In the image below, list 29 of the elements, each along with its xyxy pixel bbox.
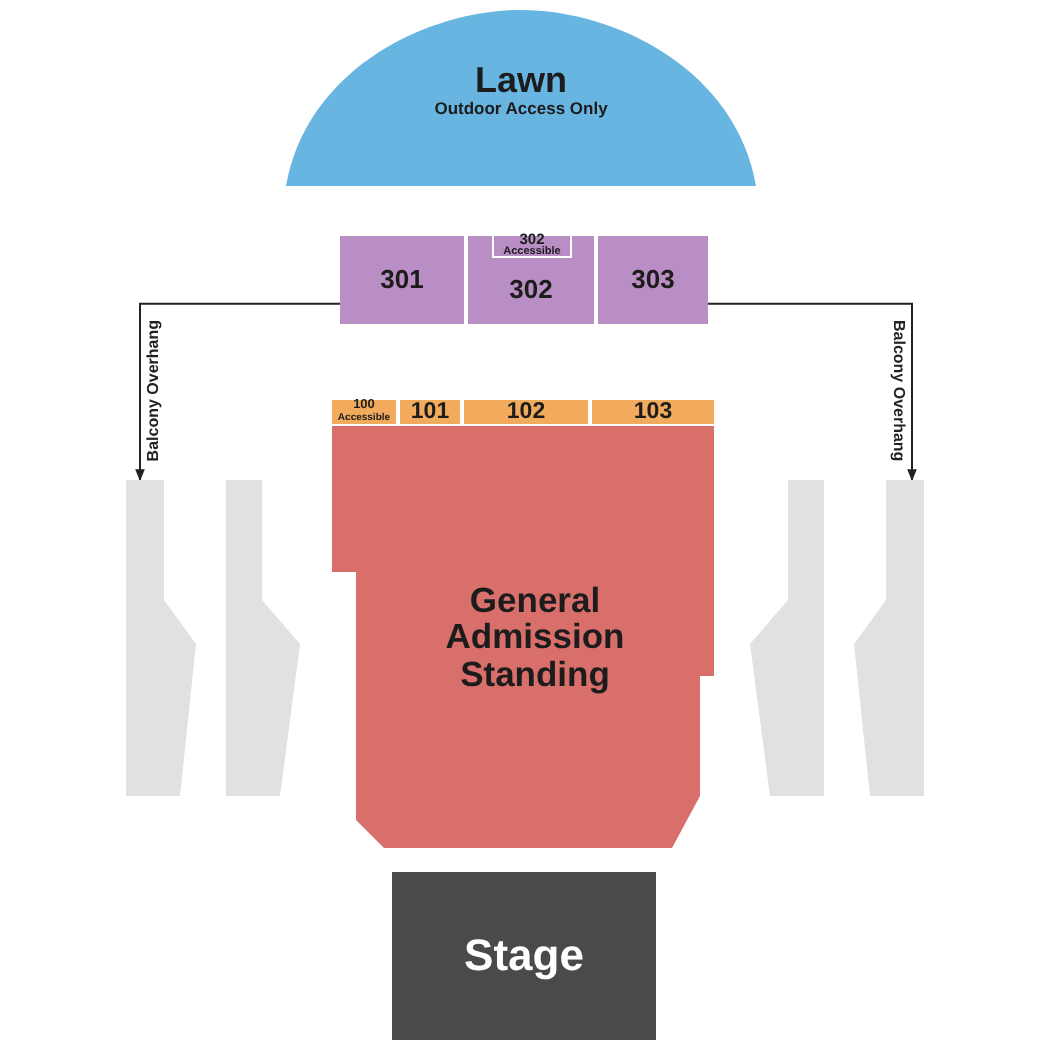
accessible-section xyxy=(332,400,396,424)
seating-section xyxy=(598,236,708,324)
stage xyxy=(392,872,656,1040)
section-label: 303 xyxy=(631,266,675,294)
accessible-section xyxy=(492,236,572,258)
section-note: Outdoor Access Only xyxy=(434,99,608,118)
seating-section xyxy=(592,400,714,424)
leader-arrow xyxy=(135,302,341,482)
standing-area xyxy=(332,426,714,848)
edge-label: Balcony Overhang xyxy=(146,319,162,461)
section-label: General Admission Standing xyxy=(443,581,627,693)
section-label: 302 xyxy=(509,276,553,304)
seating-section xyxy=(400,400,460,424)
balcony-section xyxy=(126,480,196,796)
edge-label: Balcony Overhang xyxy=(890,319,906,461)
stage-label: Stage xyxy=(464,932,584,980)
section-label: 301 xyxy=(380,266,424,294)
section-label: 103 xyxy=(633,399,673,425)
section-label: Lawn xyxy=(474,62,567,100)
seating-section xyxy=(340,236,464,324)
section-label: 101 xyxy=(410,399,450,425)
seating-section xyxy=(468,236,594,324)
balcony-section xyxy=(854,480,924,796)
balcony-section xyxy=(750,480,824,796)
balcony-section xyxy=(226,480,300,796)
section-label: 102 xyxy=(506,399,546,425)
lawn-section xyxy=(286,10,756,186)
seating-section xyxy=(464,400,588,424)
leader-arrow xyxy=(707,302,917,482)
